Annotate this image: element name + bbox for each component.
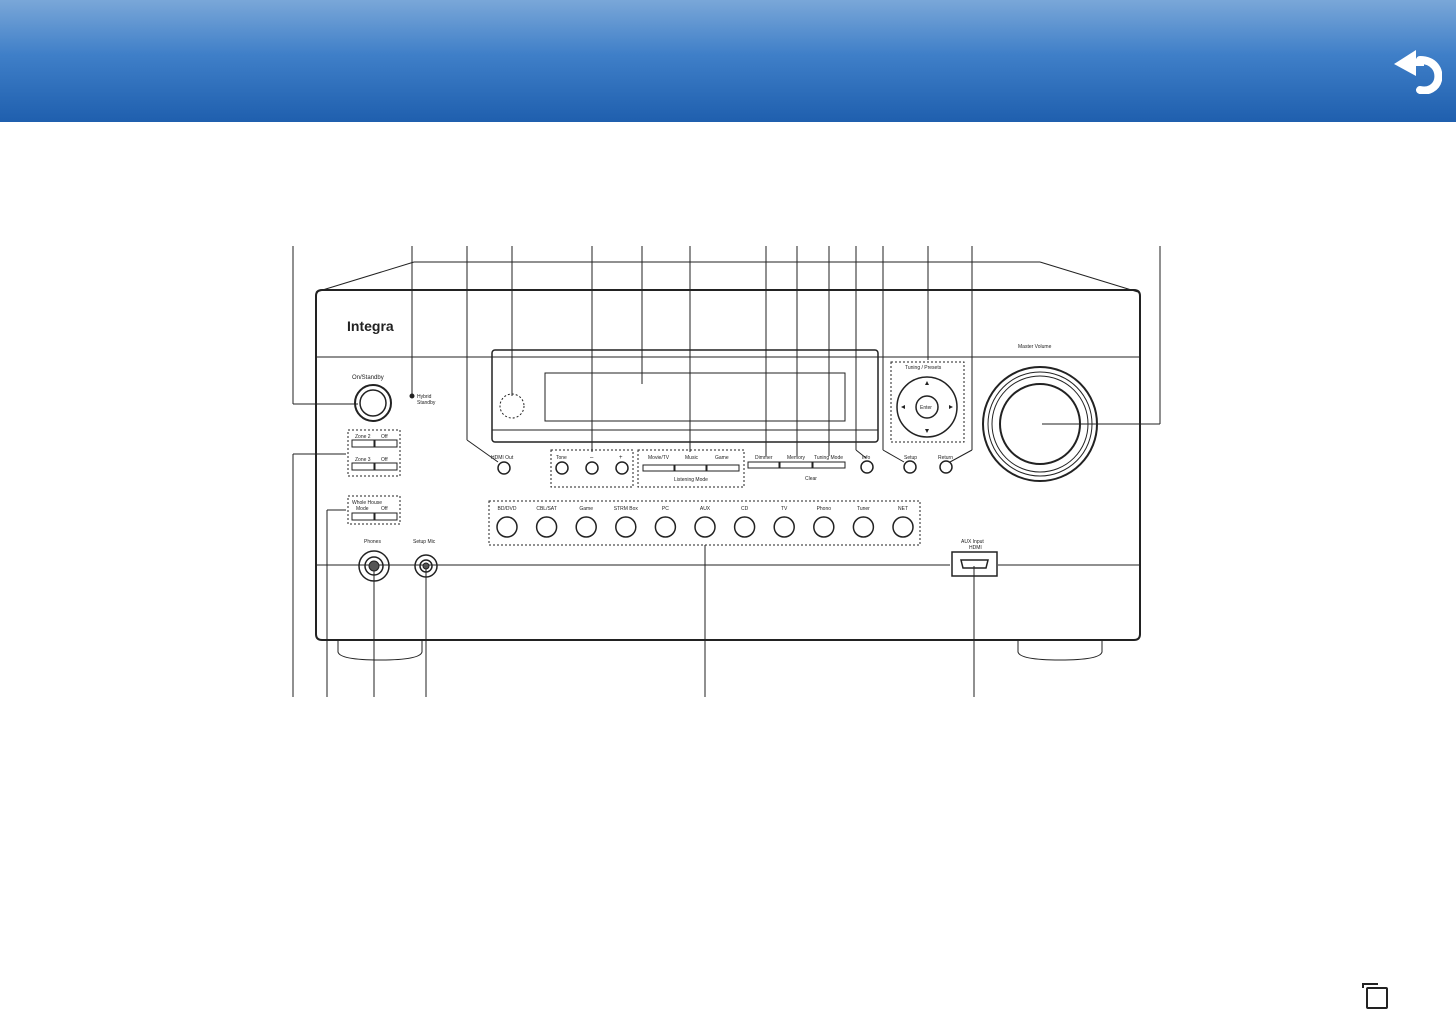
tuning-mode-label: Tuning Mode [814, 455, 843, 461]
page-header [0, 0, 1456, 122]
brand-logo: Integra [347, 318, 394, 334]
whole-house-label-1: Whole House [352, 500, 382, 506]
selector-label: AUX [700, 506, 711, 512]
tuning-presets-label: Tuning / Presets [905, 365, 942, 371]
selector-label: Game [579, 506, 593, 512]
whole-house-label-2: Mode [356, 506, 369, 512]
undo-arrow-icon[interactable] [1390, 50, 1442, 94]
selector-label: NET [898, 506, 908, 512]
zone2-off-label: Off [381, 434, 388, 440]
zone2-label: Zone 2 [355, 434, 371, 440]
selector-label: Tuner [857, 506, 870, 512]
tone-minus-label: – [590, 455, 594, 461]
selector-button-net[interactable] [892, 516, 914, 538]
music-label: Music [685, 455, 699, 461]
selector-button-phono[interactable] [813, 516, 835, 538]
return-label: Return [938, 455, 953, 461]
selector-label: BD/DVD [498, 506, 517, 512]
movie-tv-label: Movie/TV [648, 455, 670, 461]
phones-label: Phones [364, 539, 381, 545]
memory-label: Memory [787, 455, 806, 461]
selector-button-tv[interactable] [773, 516, 795, 538]
zone3-label: Zone 3 [355, 457, 371, 463]
selector-button-cbl-sat[interactable] [535, 516, 558, 538]
selector-label: Phono [817, 506, 832, 512]
selector-label: CBL/SAT [536, 506, 556, 512]
listening-mode-label: Listening Mode [674, 477, 708, 483]
on-standby-label: On/Standby [352, 375, 384, 381]
page-copy-icon[interactable] [1362, 983, 1388, 1009]
whole-house-off-label: Off [381, 506, 388, 512]
selector-label: TV [781, 506, 788, 512]
selector-button-tuner[interactable] [852, 516, 875, 538]
setup-label: Setup [904, 455, 917, 461]
dimmer-label: Dimmer [755, 455, 773, 461]
selector-button-strm-box[interactable] [615, 516, 637, 538]
selector-button-game[interactable] [575, 516, 597, 538]
selector-button-cd[interactable] [733, 516, 756, 538]
selector-label: CD [741, 506, 749, 512]
aux-hdmi-label: HDMI [969, 545, 982, 551]
selector-label: STRM Box [614, 506, 639, 512]
zone3-off-label: Off [381, 457, 388, 463]
hdmi-out-label: HDMI Out [491, 455, 514, 461]
tone-plus-label: + [619, 455, 623, 461]
hybrid-label-1: Hybrid [417, 394, 432, 400]
selector-button-pc[interactable] [654, 516, 677, 538]
game-mode-label: Game [715, 455, 729, 461]
aux-input-label: AUX Input [961, 539, 984, 545]
hybrid-label-2: Standby [417, 400, 436, 406]
selector-label: PC [662, 506, 669, 512]
clear-label: Clear [805, 476, 817, 482]
enter-label: Enter [920, 405, 932, 411]
selector-button-aux[interactable] [694, 516, 716, 538]
info-label: Info [862, 455, 871, 461]
tone-label: Tone [556, 455, 567, 461]
master-volume-label: Master Volume [1018, 344, 1052, 350]
setup-mic-label: Setup Mic [413, 539, 436, 545]
input-selector-group: BD/DVD CBL/SAT Game STRM Box PC AUX CD TV Phono T… [496, 506, 914, 538]
selector-button-bd-dvd[interactable] [496, 516, 518, 538]
